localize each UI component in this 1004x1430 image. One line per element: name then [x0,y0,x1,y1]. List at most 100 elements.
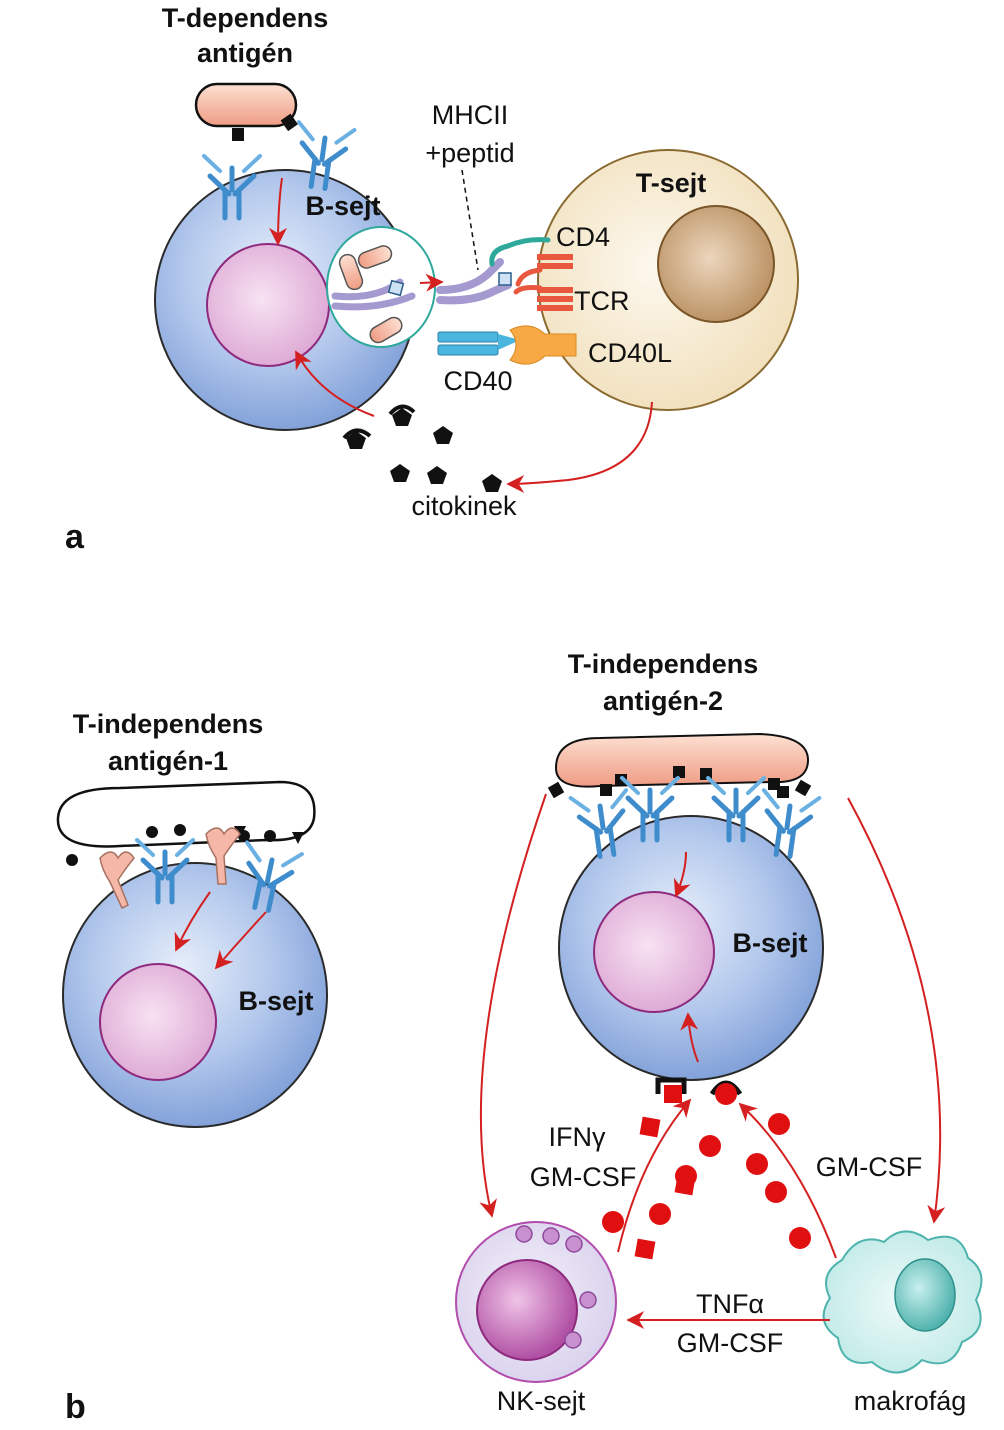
ti2-b-cell-label: B-sejt [732,928,807,958]
tlr-receptor-icon [99,851,135,910]
epitope-icon [280,113,298,132]
epitope-icon [673,766,685,778]
antigen-fragment [357,245,393,269]
t-cell-label: T-sejt [636,168,707,198]
mhc-ii-surface [436,258,512,305]
t-dependent-antigen-title-line2: antigén [197,38,293,68]
cytokine-icon [427,466,447,484]
cytokine-icon [392,408,412,426]
ti1-title-line1: T-independens [73,709,264,739]
epitope-icon [234,826,246,838]
antigen-to-macrophage-arrow [847,797,946,1224]
cytokines [346,408,502,492]
gmcsf-icon [649,1203,671,1225]
gmcsf-icon [602,1211,624,1233]
gmcsf-icon [765,1181,787,1203]
cd40-molecule [437,331,520,356]
ti1-b-cell-nucleus [99,963,217,1081]
b-cell-label: B-sejt [305,191,380,221]
cd40l-label: CD40L [588,338,672,368]
granule-icon [565,1235,583,1253]
gmcsf-left-label: GM-CSF [530,1162,636,1192]
mhc-label-line2: +peptid [425,138,514,168]
nk-cell-label: NK-sejt [497,1386,586,1416]
ti2-antigen [554,732,810,788]
cytokine-icon [346,431,366,449]
t-cell-nucleus [657,205,775,323]
macrophage-cytokine-arrow [738,1102,837,1259]
ti2-title-line2: antigén-2 [603,686,723,716]
cytokine-receptor-icon [342,428,372,440]
granule-icon [542,1227,560,1245]
gmcsf-icon [768,1113,790,1135]
gmcsf-right-label: GM-CSF [816,1152,922,1182]
ifng-icon [634,1238,656,1260]
epitope-icon [615,774,627,786]
ifng-receptor-icon [655,1077,687,1094]
panel-b-letter: b [65,1388,86,1426]
gmcsf-icon [746,1153,768,1175]
nk-cell-nucleus [476,1259,578,1361]
presentation-arrow [419,273,444,292]
nk-cytokine-arrow [617,1098,692,1253]
cytokine-icon [390,464,410,482]
cytokine-icon [482,474,502,492]
peptide-icon [387,279,405,297]
ti1-signal-arrow [174,891,211,952]
epitope-icon [292,832,304,844]
granule-icon [515,1225,533,1243]
ti1-b-cell-label: B-sejt [238,986,313,1016]
ti2-cytokine-signal-arrow [680,1012,699,1063]
ifng-icon [639,1116,661,1138]
cd40l-molecule [509,325,577,365]
cytokine-icon [433,426,453,444]
panel-b: b T-independens antigén-1 B-sejt T-indep… [56,649,983,1426]
ti1-epitopes [66,824,304,866]
gmcsf-icon [699,1135,721,1157]
ti1-signal-arrow [214,911,267,970]
granule-icon [579,1291,597,1309]
cytokine-receptor-icon [388,404,416,416]
gmcsf-icon [715,1083,737,1105]
ti2-title-line1: T-independens [568,649,759,679]
tlr-receptor-icon [205,827,241,885]
nk-granules [515,1225,597,1349]
macrophage-nucleus [894,1258,956,1332]
internalization-arrow [269,177,288,246]
cytokine-signal-arrow [295,350,375,417]
tcr-molecule [513,254,573,311]
epitope-icon [600,784,612,796]
tcr-label: TCR [574,286,630,316]
granule-icon [564,1331,582,1349]
epitope-icon [232,128,244,141]
ifn-label: IFNγ [549,1122,606,1152]
ti1-antigen [56,780,316,848]
gmcsf-molecules [602,1083,811,1249]
ti2-epitopes [547,766,812,799]
peptide-icon [498,272,512,286]
tnf-label: TNFα [696,1289,764,1319]
panel-a-letter: a [65,518,85,556]
ti2-signal-arrow [673,851,691,898]
epitope-icon [777,786,789,798]
epitope-icon [174,824,186,836]
t-dependent-antigen-title-line1: T-dependens [162,3,329,33]
cd4-molecule [489,237,551,267]
epitope-icon [66,854,78,866]
cd40-label: CD40 [443,366,512,396]
antigen-fragment [338,253,364,291]
epitope-icon [264,830,276,842]
gmcsf-icon [675,1165,697,1187]
t-dependent-antigen [194,82,298,128]
ti1-title-line2: antigén-1 [108,746,228,776]
mhc-pointer-line [461,169,479,271]
cd4-label: CD4 [556,222,610,252]
epitope-icon [547,781,565,799]
panel-a: a T-dependens antigén [65,3,799,556]
mhc-label-line1: MHCII [432,100,509,130]
epitope-icon [146,826,158,838]
cytokines-label: citokinek [411,491,517,521]
epitope-icon [794,779,812,797]
ifng-icon [664,1085,682,1103]
